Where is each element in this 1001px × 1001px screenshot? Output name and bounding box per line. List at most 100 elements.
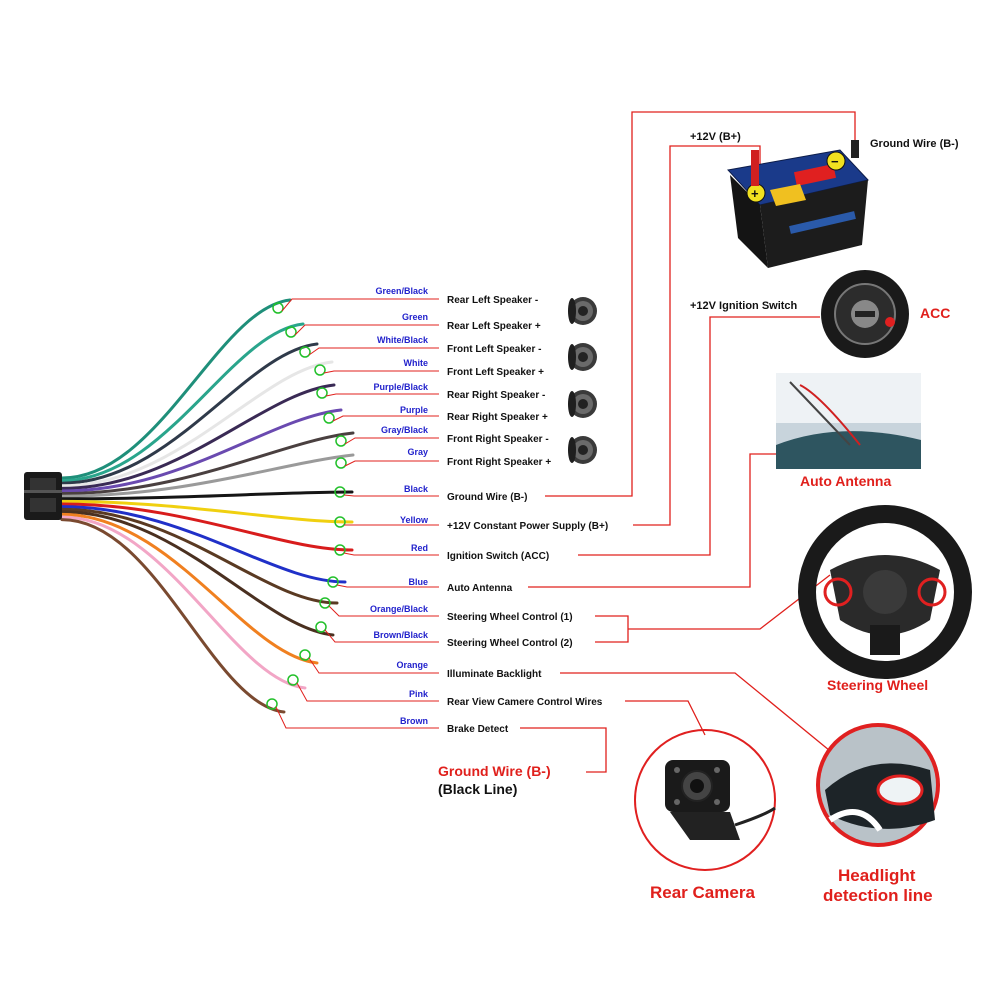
wire-function-label: Brake Detect [447, 724, 509, 735]
wire-white-black [60, 342, 319, 485]
leader-line [308, 657, 439, 674]
ignition-label: +12V Ignition Switch [690, 300, 798, 312]
speaker-icon [568, 390, 597, 418]
wire-marker-circle [272, 302, 284, 314]
leader-line [343, 494, 439, 497]
ignition-key-icon [821, 270, 909, 358]
wire-function-label: Rear Left Speaker - [447, 295, 538, 306]
wire-function-label: Ground Wire (B-) [447, 492, 527, 503]
wire-marker-circle [287, 674, 299, 686]
wire-color-label: Red [411, 543, 428, 553]
headlight-caption-1: Headlight [838, 866, 916, 885]
wire-function-label: Steering Wheel Control (1) [447, 612, 573, 623]
wire-color-label: White [404, 358, 429, 368]
wire-color-label: Blue [408, 577, 428, 587]
wire-function-label: Ignition Switch (ACC) [447, 551, 549, 562]
wire-gray-black [60, 431, 355, 496]
steering-bracket [595, 615, 629, 643]
leader-line [296, 682, 439, 702]
leader-line [325, 393, 439, 397]
wire-color-label: Green [402, 312, 428, 322]
leader-line [344, 437, 439, 445]
wire-function-label: Front Right Speaker - [447, 434, 549, 445]
wire-pink [60, 515, 307, 690]
wire-color-label: Brown/Black [373, 630, 429, 640]
wire-yellow [60, 499, 354, 524]
wire-purple [60, 408, 343, 493]
wire-marker-circle [334, 516, 346, 528]
speaker-icon [568, 343, 597, 371]
wire-orange-black [60, 507, 339, 605]
wire-color-label: Gray/Black [381, 425, 429, 435]
wire-color-label: Yellow [400, 515, 429, 525]
wire-function-label: +12V Constant Power Supply (B+) [447, 521, 608, 532]
wire-color-label: Purple [400, 405, 428, 415]
wire-white [60, 360, 334, 488]
wire-marker-circle [299, 649, 311, 661]
wire-red [60, 502, 354, 552]
leader-line [294, 324, 439, 336]
wire-marker-circle [299, 346, 311, 358]
leader-line [343, 552, 439, 556]
rear-camera-icon [634, 729, 776, 871]
wire-marker-circle [319, 597, 331, 609]
wire-color-label: White/Black [377, 335, 429, 345]
speaker-icon [568, 436, 597, 464]
connection-lines [520, 111, 856, 773]
camera-line [625, 700, 706, 736]
wire-function-label: Front Right Speaker + [447, 457, 551, 468]
antenna-photo [776, 373, 921, 469]
antenna-line [528, 453, 776, 588]
ground-note-line2: (Black Line) [438, 781, 517, 797]
wire-marker-circle [285, 326, 297, 338]
wire-function-label: Auto Antenna [447, 583, 513, 594]
wire-function-label: Rear Left Speaker + [447, 321, 541, 332]
harness-connector [24, 472, 62, 520]
constant-power-line [633, 145, 761, 526]
leader-line [308, 347, 439, 356]
wire-marker-circle [334, 486, 346, 498]
antenna-caption: Auto Antenna [800, 473, 891, 489]
wire-brown [60, 518, 286, 714]
wire-color-label: Purple/Black [373, 382, 429, 392]
wire-marker-circle [315, 621, 327, 633]
wire-color-label: Green/Black [375, 286, 429, 296]
leader-line [324, 629, 439, 643]
rear-camera-caption: Rear Camera [650, 883, 755, 902]
ground-line [545, 111, 856, 497]
battery-positive-label: +12V (B+) [690, 131, 741, 143]
wire-color-label: Black [404, 484, 429, 494]
wire-black [60, 490, 354, 501]
leader-line [344, 460, 439, 467]
wire-green-black [60, 298, 292, 480]
steering-wheel-icon [798, 505, 972, 679]
leader-line [275, 706, 439, 729]
leader-line [323, 370, 439, 374]
leader-line [336, 584, 439, 588]
speaker-icons [568, 297, 597, 464]
brake-line [520, 727, 607, 773]
wire-orange [60, 512, 319, 665]
leader-line [328, 605, 439, 617]
wire-function-label: Front Left Speaker - [447, 344, 541, 355]
backlight-line [560, 672, 836, 756]
leader-line [281, 298, 439, 312]
wire-marker-circle [335, 435, 347, 447]
wire-marker-circle [323, 412, 335, 424]
ground-note-line1: Ground Wire (B-) [438, 763, 551, 779]
wire-function-label: Front Left Speaker + [447, 367, 544, 378]
wire-brown-black [60, 510, 335, 637]
wire-function-label: Rear Right Speaker + [447, 412, 548, 423]
headlight-caption-2: detection line [823, 886, 933, 905]
wire-color-label: Orange [396, 660, 428, 670]
battery-icon: + − [727, 140, 869, 268]
wire-function-label: Illuminate Backlight [447, 669, 542, 680]
wire-marker-circle [266, 698, 278, 710]
wire-function-label: Rear View Camere Control Wires [447, 697, 603, 708]
wire-marker-circle [316, 387, 328, 399]
ignition-line [578, 316, 820, 556]
wire-gray [60, 453, 355, 498]
